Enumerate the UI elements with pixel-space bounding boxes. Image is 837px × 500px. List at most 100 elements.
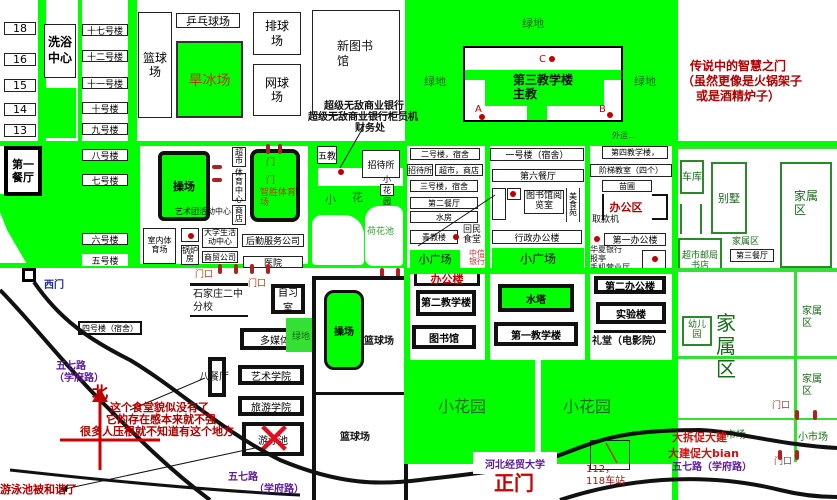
- tennis-court[interactable]: 网球场: [253, 64, 301, 116]
- dorm-12[interactable]: 十二号楼: [82, 50, 128, 63]
- study-room[interactable]: 自习室: [271, 284, 305, 314]
- dorm1[interactable]: 一号楼（宿舍）: [490, 148, 584, 161]
- student-center[interactable]: 大学生活动中心: [202, 228, 238, 248]
- canteen-1[interactable]: 第一餐厅: [4, 146, 42, 196]
- five-teach[interactable]: 五教: [317, 146, 337, 164]
- admin-building[interactable]: 行政办公楼: [492, 230, 582, 244]
- office-1[interactable]: 第一办公楼: [604, 233, 666, 246]
- swimming-pool[interactable]: 游泳池: [242, 422, 304, 456]
- sports-divider: [316, 392, 404, 395]
- supermarket-shop[interactable]: 超市，商店: [435, 164, 483, 176]
- family-area-top[interactable]: 家属区: [780, 162, 832, 268]
- logistics-company[interactable]: 后勤服务公司: [242, 234, 304, 247]
- art-college[interactable]: 艺术学院: [238, 365, 304, 385]
- dorm-13[interactable]: 13: [4, 124, 36, 137]
- library[interactable]: 图书馆: [412, 325, 476, 349]
- boiler-room[interactable]: 锅炉房: [181, 245, 199, 265]
- dorm-5[interactable]: 五号楼: [82, 254, 128, 267]
- teaching-building-3[interactable]: 第三教学楼 主教 C A B: [463, 46, 623, 122]
- ice-rink[interactable]: 旱冰场: [176, 41, 243, 118]
- dorm-16[interactable]: 16: [4, 53, 36, 66]
- main-gate-label[interactable]: 正门: [494, 471, 534, 495]
- tourism-college[interactable]: 旅游学院: [238, 396, 304, 416]
- canteen-2[interactable]: 第二餐厅: [410, 197, 478, 209]
- dorm-18[interactable]: 18: [4, 22, 36, 35]
- garden-right[interactable]: 小花园: [541, 360, 672, 464]
- lotus-pond[interactable]: 荷花池: [365, 206, 403, 266]
- volleyball-court[interactable]: 排球场: [253, 12, 301, 55]
- supermarket-small[interactable]: 超市: [232, 147, 246, 167]
- pingpong-court[interactable]: 乒乓球场: [176, 13, 240, 28]
- dorm-15[interactable]: 15: [4, 79, 36, 92]
- dorm-14[interactable]: 14: [4, 103, 36, 116]
- playground-gate-2: [212, 178, 222, 182]
- office-bldg[interactable]: 办公楼: [414, 273, 480, 286]
- gym-center[interactable]: 体育中心: [232, 169, 246, 204]
- road-south: 五七路: [228, 472, 258, 483]
- dorm-8[interactable]: 八号楼: [82, 149, 128, 162]
- hall-topline: [594, 330, 666, 333]
- small-square-left[interactable]: 小广场: [410, 250, 460, 268]
- basketball-court-top[interactable]: 篮球场: [138, 12, 172, 118]
- dorm2[interactable]: 二号楼，宿舍: [410, 148, 480, 160]
- lecture-hall[interactable]: 阶梯教室（四个）: [590, 164, 672, 177]
- demolish-2: 大建促大bian: [668, 447, 739, 460]
- dorm3[interactable]: 三号楼，宿舍: [410, 180, 478, 192]
- nursery[interactable]: 苗圃: [602, 180, 652, 192]
- green-label-left: 绿地: [424, 75, 446, 88]
- basketball-south-2: 篮球场: [340, 432, 370, 443]
- hui-box-1: [492, 188, 506, 220]
- office-area[interactable]: 办公区: [602, 194, 648, 220]
- office-area-bracket: [652, 194, 668, 220]
- bath-center[interactable]: 洗浴中心: [44, 24, 76, 78]
- hospital[interactable]: 医院: [243, 256, 303, 269]
- dorm-6[interactable]: 六号楼: [82, 233, 128, 246]
- garden-right-label: 小花园: [563, 397, 612, 416]
- office-2[interactable]: 第二办公楼: [594, 276, 666, 294]
- green-patch: 绿地: [286, 318, 316, 352]
- west-gate-box[interactable]: [22, 268, 36, 282]
- canteen-6[interactable]: 第六餐厅: [492, 169, 584, 182]
- dorm-17[interactable]: 十七号楼: [82, 24, 128, 37]
- indoor-gym[interactable]: 室内体育场: [143, 228, 176, 264]
- dorm-7[interactable]: 七号楼: [82, 174, 128, 187]
- garden-divider: [535, 360, 541, 464]
- kiosk-dot: [652, 256, 658, 262]
- lab-building[interactable]: 实验楼: [596, 302, 666, 324]
- teaching-2[interactable]: 第二教学楼: [416, 290, 476, 316]
- villa[interactable]: 别墅: [711, 162, 747, 234]
- canteen-8: 八餐厅: [199, 372, 229, 383]
- water-room[interactable]: 水房: [410, 211, 478, 223]
- garden-left[interactable]: 小花园: [404, 360, 535, 464]
- playground-south[interactable]: 操场: [324, 290, 364, 370]
- trade-company[interactable]: 商贸公司: [202, 251, 238, 263]
- new-library[interactable]: 新图书馆: [312, 10, 400, 115]
- dorm-10[interactable]: 十号楼: [82, 102, 128, 115]
- food-court[interactable]: 美食苑: [566, 188, 580, 222]
- family-big: 家属区: [716, 311, 736, 381]
- dorm-9[interactable]: 九号楼: [82, 123, 128, 136]
- canteen-3[interactable]: 第三餐厅: [730, 249, 774, 262]
- dorm-4[interactable]: 四号楼（宿舍）: [78, 321, 142, 335]
- point-b: B: [599, 104, 606, 115]
- bank-note-1: 超级无敌商业银行: [324, 101, 404, 112]
- east-south-hline1: [678, 356, 837, 359]
- guest-house-small[interactable]: 招待所: [407, 164, 433, 176]
- kindergarten[interactable]: 幼儿园: [682, 316, 712, 346]
- dorm-11[interactable]: 十一号楼: [82, 77, 128, 90]
- water-tower[interactable]: 水塔: [498, 284, 574, 312]
- young-teacher-bldg[interactable]: 青教楼: [410, 230, 458, 244]
- small-square-center[interactable]: 小广场: [492, 248, 584, 268]
- gate-sl-2: [234, 264, 238, 274]
- guest-house-mid[interactable]: 招待所: [362, 150, 400, 178]
- basketball-south-label: 篮球场: [364, 336, 394, 347]
- reading-room[interactable]: 图书馆阅览室: [524, 190, 564, 214]
- teaching-1[interactable]: 第一教学楼: [494, 322, 578, 346]
- playground-mid[interactable]: 操场: [158, 151, 210, 221]
- teaching-4[interactable]: 第四教学楼，: [602, 146, 668, 159]
- stadium[interactable]: 智胜体育场 门 门: [250, 149, 300, 222]
- hx-bank: 华夏银行: [590, 245, 622, 254]
- office-block: 第四教学楼， 阶梯教室（四个） 苗圃 办公区 取款机 第一办公楼 华夏银行 报亭…: [590, 146, 672, 272]
- shop-small[interactable]: 商店: [232, 205, 246, 225]
- garage[interactable]: 车库: [680, 160, 704, 194]
